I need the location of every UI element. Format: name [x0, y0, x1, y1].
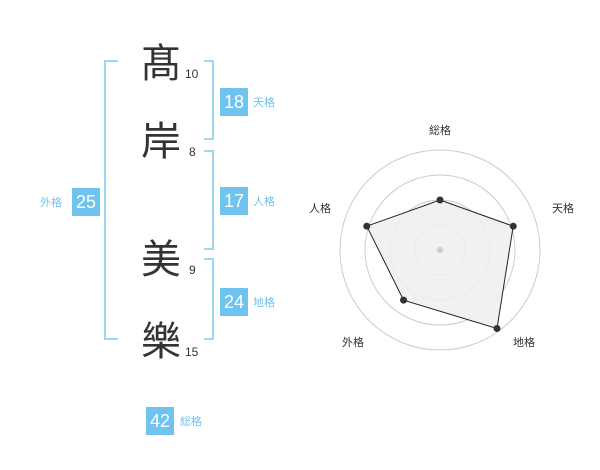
radar-ring: [339, 149, 541, 351]
radar-point: [363, 222, 371, 230]
gaikaku-label: 外格: [40, 196, 62, 209]
radar-polygon: [366, 199, 514, 330]
radar-axis-label-jinkaku: 人格: [309, 201, 331, 215]
given-char-1: 美: [141, 237, 181, 283]
radar-axis-label-gaikaku: 外格: [342, 335, 364, 349]
tenkaku-bracket: [204, 60, 214, 140]
surname-char-2-strokes: 8: [189, 145, 196, 159]
radar-axis-label-chikaku: 地格: [513, 335, 535, 349]
radar-axis-label-soukaku: 総格: [429, 123, 451, 137]
jinkaku-value: 17: [220, 187, 248, 215]
radar-grid: [339, 149, 541, 351]
gaikaku-value: 25: [72, 188, 100, 216]
radar-points: [363, 196, 517, 332]
chikaku-value: 24: [220, 288, 248, 316]
surname-char-1-strokes: 10: [185, 67, 199, 81]
radar-ring: [414, 224, 466, 276]
tenkaku-value: 18: [220, 88, 248, 116]
soukaku-label: 総格: [180, 415, 202, 428]
radar-point: [493, 324, 501, 332]
given-char-1-strokes: 9: [189, 263, 196, 277]
given-char-2-strokes: 15: [185, 345, 199, 359]
radar-point: [509, 222, 517, 230]
jinkaku-bracket: [204, 150, 214, 250]
gaikaku-bracket: [104, 60, 118, 340]
radar-ring: [389, 199, 491, 301]
radar-ring: [364, 174, 516, 326]
surname-char-1: 髙: [141, 41, 181, 87]
chikaku-label: 地格: [253, 296, 275, 309]
given-char-2: 樂: [141, 319, 181, 365]
tenkaku-label: 天格: [253, 96, 275, 109]
radar-center-dot: [437, 247, 443, 253]
chikaku-bracket: [204, 258, 214, 340]
surname-char-2: 岸: [141, 119, 181, 165]
radar-point: [400, 296, 408, 304]
jinkaku-label: 人格: [253, 195, 275, 208]
radar-point: [436, 196, 444, 204]
radar-axis-label-tenkaku: 天格: [552, 201, 574, 215]
soukaku-value: 42: [146, 407, 174, 435]
